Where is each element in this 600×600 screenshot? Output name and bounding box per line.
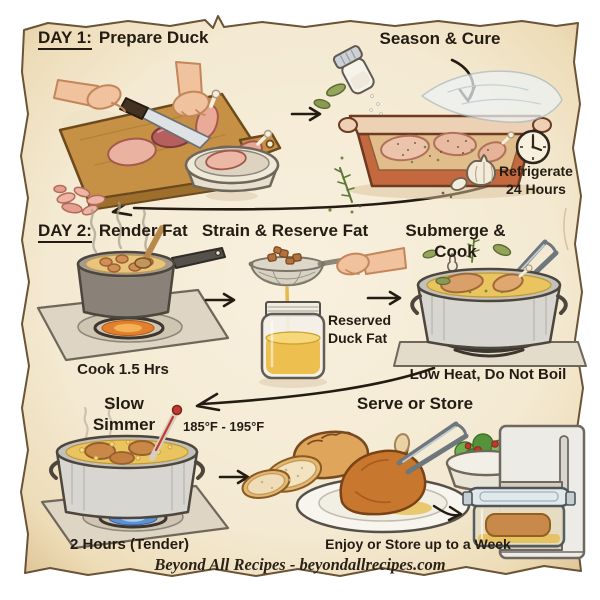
serving-plate-illustration — [295, 421, 471, 534]
jar-label-line2: Duck Fat — [328, 329, 388, 346]
knife-icon — [119, 97, 211, 149]
wooden-spoon-icon — [134, 225, 165, 269]
duck-bowl-illustration — [184, 129, 280, 201]
herbs-illustration — [313, 83, 362, 214]
connector-arrow-day2-to-simmer — [195, 366, 436, 412]
arrow-strain-to-submerge — [366, 290, 402, 306]
simmer-pot-illustration — [40, 400, 230, 550]
arrow-serve-to-store — [432, 504, 463, 522]
arrow-prepare-to-season — [290, 106, 322, 122]
day1-heading: DAY 1: Prepare Duck — [38, 27, 209, 51]
pouring-hand-illustration — [336, 247, 407, 276]
strainer-icon — [248, 246, 353, 287]
prepare-duck-title: Prepare Duck — [98, 28, 209, 47]
steam-icon — [89, 201, 150, 254]
seasoning-speckles — [397, 140, 489, 157]
reserved-duck-fat-label: Reserved Duck Fat — [328, 312, 391, 347]
season-cure-title: Season & Cure — [379, 29, 501, 48]
garlic-illustration — [441, 154, 496, 199]
thermometer-icon — [149, 404, 183, 461]
slow-simmer-title: Slow Simmer — [92, 394, 156, 435]
aromatics-illustration — [422, 239, 512, 272]
plastic-wrap — [421, 70, 563, 124]
low-heat-note: Low Heat, Do Not Boil — [409, 366, 567, 383]
brand-footer: Beyond All Recipes - beyondallrecipes.co… — [154, 555, 446, 574]
refrigerate-line1: Refrigerate — [499, 163, 573, 179]
submerge-cook-title: Submerge & Cook — [405, 221, 506, 262]
serve-store-title: Serve or Store — [356, 394, 474, 413]
strain-reserve-title: Strain & Reserve Fat — [201, 221, 369, 240]
day1-label: DAY 1: — [38, 27, 92, 51]
refrigerate-note: Refrigerate 24 Hours — [490, 163, 582, 198]
jar-label-line1: Reserved — [328, 312, 392, 328]
render-fat-title: Render Fat — [98, 221, 188, 240]
tongs-icon — [396, 421, 469, 475]
tender-time-note: 2 Hours (Tender) — [70, 536, 189, 553]
stockpot-illustration — [393, 239, 587, 367]
refrigerate-line2: 24 Hours — [506, 180, 566, 197]
strainer-jar-illustration — [248, 246, 407, 388]
rendered-cracklings — [267, 246, 302, 265]
day2-label: DAY 2: — [38, 220, 92, 244]
clock-icon — [515, 129, 551, 165]
enjoy-store-note: Enjoy or Store up to a Week — [325, 536, 511, 552]
arrow-simmer-to-serve — [218, 469, 250, 485]
day2-heading: DAY 2: Render Fat — [38, 220, 188, 244]
crumb-holes — [260, 466, 304, 490]
herb-flecks — [410, 145, 474, 164]
cook-time-note: Cook 1.5 Hrs — [77, 361, 169, 378]
hands-illustration — [53, 61, 210, 119]
storage-container-illustration — [462, 486, 576, 548]
temperature-label: 185°F - 195°F — [183, 419, 265, 434]
arrow-render-to-strain — [204, 292, 236, 308]
saucepan-illustration — [36, 201, 230, 362]
